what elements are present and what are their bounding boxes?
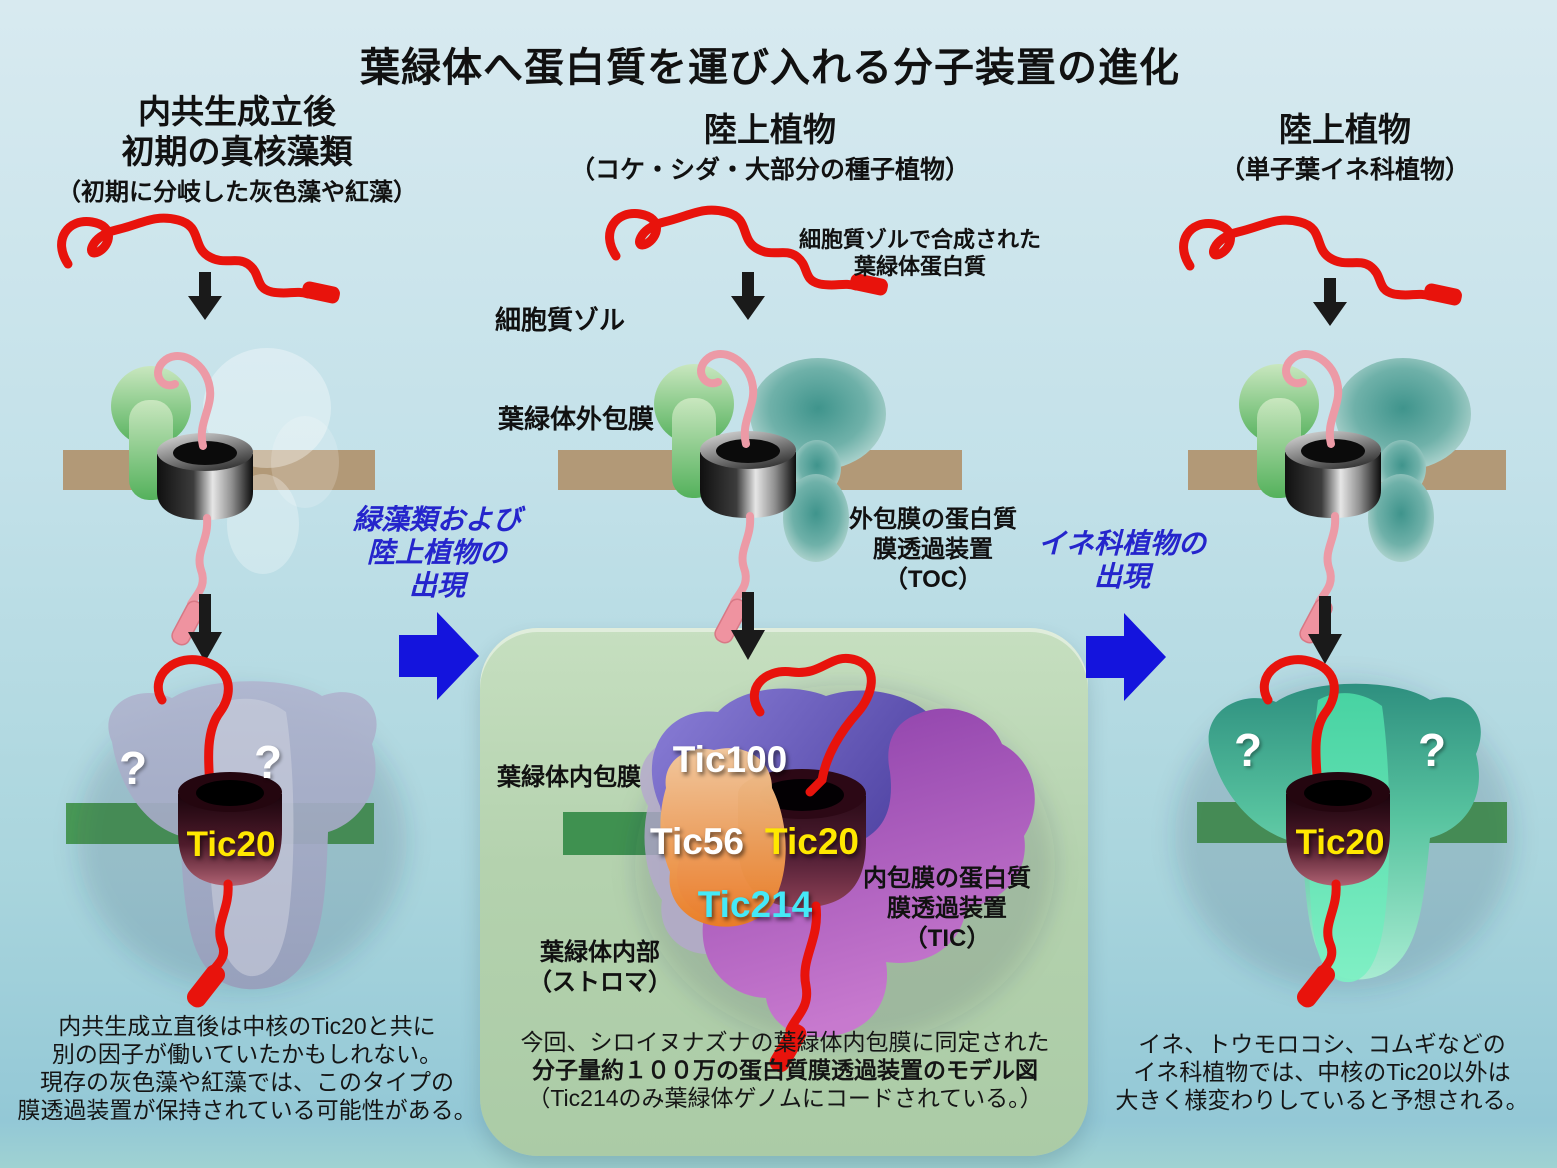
inner-membrane-label: 葉緑体内包膜 — [497, 764, 641, 791]
caption-line: 膜透過装置が保持されている可能性がある。 — [17, 1097, 477, 1123]
down-arrow — [1313, 278, 1347, 326]
caption-line: 内共生成立直後は中核のTic20と共に — [58, 1013, 436, 1039]
caption-line: 今回、シロイヌナズナの葉緑体内包膜に同定された — [520, 1029, 1050, 1055]
tic100-label: Tic100 — [672, 739, 788, 780]
tic20-label-grass: Tic20 — [1295, 823, 1385, 862]
label-line: 葉緑体蛋白質 — [853, 254, 987, 279]
down-arrow — [731, 272, 765, 320]
caption-model: 今回、シロイヌナズナの葉緑体内包膜に同定された 分子量約１００万の蛋白質膜透過装… — [521, 1028, 1050, 1112]
heading-subline: （初期に分岐した灰色藻や紅藻） — [57, 179, 417, 206]
transition-text-left: 緑藻類および 陸上植物の 出現 — [353, 503, 521, 602]
heading-line: 陸上植物 — [1278, 111, 1411, 148]
preprotein-squiggle-right — [1184, 220, 1464, 307]
label-line: 葉緑体内部 — [540, 939, 660, 966]
stroma-label: 葉緑体内部 （ストロマ） — [528, 938, 672, 998]
column-heading-landplant: 陸上植物 （コケ・シダ・大部分の種子植物） — [570, 110, 970, 186]
outer-membrane-label: 葉緑体外包膜 — [498, 404, 655, 434]
toc-label: 外包膜の蛋白質 膜透過装置 （TOC） — [849, 505, 1017, 595]
transition-arrow-right — [1086, 613, 1166, 701]
tic214-label: Tic214 — [697, 884, 813, 925]
down-arrow — [188, 272, 222, 320]
tic20-label-model: Tic20 — [765, 821, 859, 862]
cytosol-protein-label: 細胞質ゾルで合成された 葉緑体蛋白質 — [799, 226, 1041, 280]
toc-complex-grass — [1239, 354, 1471, 645]
down-arrow — [188, 594, 222, 662]
label-line: 出現 — [1093, 561, 1151, 592]
caption-line: 別の因子が働いていたかもしれない。 — [51, 1041, 443, 1067]
label-line: イネ科植物の — [1037, 528, 1207, 559]
unknown-factor-mark: ? — [253, 736, 283, 788]
heading-line: 内共生成立後 — [138, 93, 336, 130]
heading-subline: （コケ・シダ・大部分の種子植物） — [569, 156, 971, 184]
label-line: （ストロマ） — [528, 969, 672, 996]
toc-complex-landplant — [654, 354, 886, 645]
label-line: 出現 — [408, 570, 466, 601]
label-line: 外包膜の蛋白質 — [849, 506, 1017, 533]
caption-line: イネ科植物では、中核のTic20以外は — [1133, 1059, 1511, 1085]
label-line: （TIC） — [903, 925, 991, 952]
heading-line: 初期の真核藻類 — [121, 133, 353, 170]
label-line: 緑藻類および — [352, 504, 522, 535]
toc-complex-ancient — [111, 348, 339, 648]
label-line: 内包膜の蛋白質 — [863, 865, 1031, 892]
tic56-label: Tic56 — [650, 821, 744, 862]
tic20-label-ancient: Tic20 — [186, 825, 276, 864]
label-line: 膜透過装置 — [887, 895, 1007, 922]
label-line: 膜透過装置 — [873, 536, 993, 563]
heading-line: 陸上植物 — [703, 111, 836, 148]
label-line: 細胞質ゾルで合成された — [798, 227, 1042, 252]
caption-ancient: 内共生成立直後は中核のTic20と共に 別の因子が働いていたかもしれない。 現存… — [17, 1012, 476, 1124]
caption-line: （Tic214のみ葉緑体ゲノムにコードされている。） — [527, 1085, 1043, 1111]
heading-subline: （単子葉イネ科植物） — [1219, 156, 1471, 184]
transition-text-right: イネ科植物の 出現 — [1038, 527, 1206, 593]
label-line: 陸上植物の — [366, 537, 508, 568]
unknown-factor-mark: ? — [1417, 724, 1447, 776]
label-line: （TOC） — [883, 566, 983, 593]
caption-line: 大きく様変わりしていると予想される。 — [1115, 1087, 1529, 1113]
cytosol-label: 細胞質ゾル — [495, 305, 626, 335]
column-heading-grass: 陸上植物 （単子葉イネ科植物） — [1220, 110, 1470, 186]
caption-grass: イネ、トウモロコシ、コムギなどの イネ科植物では、中核のTic20以外は 大きく… — [1115, 1030, 1528, 1114]
figure-title: 葉緑体へ蛋白質を運び入れる分子装置の進化 — [360, 46, 1180, 90]
preprotein-squiggle-left — [62, 218, 342, 305]
caption-line: 現存の灰色藻や紅藻では、このタイプの — [40, 1069, 454, 1095]
down-arrow — [1308, 596, 1342, 664]
unknown-factor-mark: ? — [118, 742, 148, 794]
unknown-factor-mark: ? — [1233, 724, 1263, 776]
transition-arrow-left — [399, 612, 479, 700]
tic-label: 内包膜の蛋白質 膜透過装置 （TIC） — [863, 864, 1031, 954]
caption-line: 分子量約１００万の蛋白質膜透過装置のモデル図 — [532, 1057, 1038, 1083]
caption-line: イネ、トウモロコシ、コムギなどの — [1138, 1031, 1506, 1057]
column-heading-ancient: 内共生成立後 初期の真核藻類 （初期に分岐した灰色藻や紅藻） — [57, 92, 417, 207]
outer-membrane-band — [63, 450, 1506, 490]
